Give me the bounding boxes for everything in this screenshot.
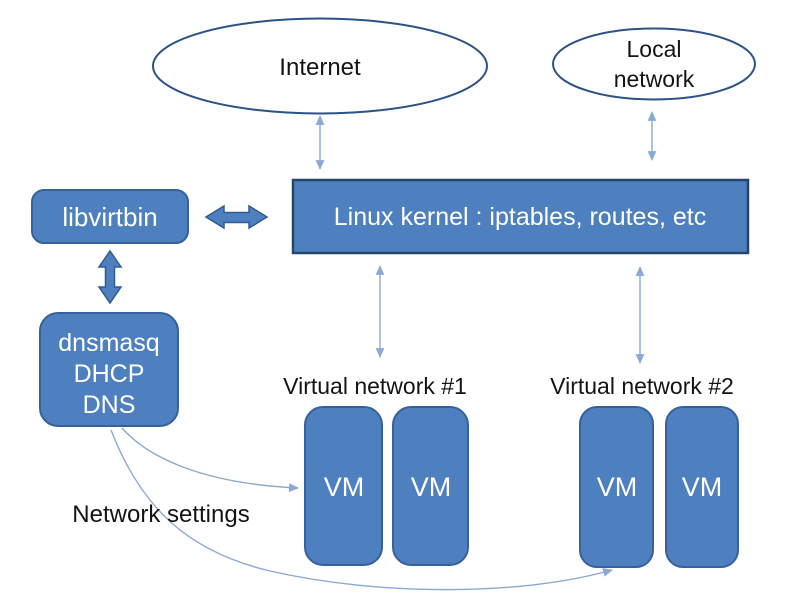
internet-ellipse — [152, 17, 488, 115]
vnet2-vm1-label: VM — [597, 472, 638, 502]
vnet1-vm2-label: VM — [411, 472, 452, 502]
dnsmasq-vnet1-connector — [121, 427, 300, 492]
vnet1-vm2-node: VM — [392, 406, 469, 566]
libvirtbin-label: libvirtbin — [62, 202, 157, 232]
vnet1-vm1-label: VM — [324, 472, 365, 502]
internet-label: Internet — [279, 54, 361, 81]
dnsmasq-label-line1: dnsmasq — [58, 329, 159, 357]
dnsmasq-vnet2-connector — [110, 429, 614, 591]
libvirtbin-kernel-doublearrow-icon — [204, 204, 269, 230]
linux-kernel-node: Linux kernel : iptables, routes, etc — [291, 178, 750, 255]
internet-node: Internet — [152, 17, 488, 115]
linux-kernel-label: Linux kernel : iptables, routes, etc — [334, 203, 706, 231]
local-network-label-line1: Local — [627, 36, 682, 62]
dnsmasq-box — [39, 312, 179, 427]
local-network-label-line2: network — [614, 66, 695, 92]
libvirtbin-node: libvirtbin — [31, 189, 189, 244]
vnet2-vm2-node: VM — [665, 406, 739, 568]
dnsmasq-label-line3: DNS — [83, 391, 136, 419]
local-network-node: Local network — [552, 27, 756, 101]
virtual-network-1-label: Virtual network #1 — [283, 373, 467, 399]
libvirtbin-dnsmasq-doublearrow-icon — [97, 249, 123, 305]
linux-kernel-box — [291, 178, 750, 255]
dnsmasq-label-line2: DHCP — [74, 360, 145, 388]
vnet2-vm1-box — [579, 406, 654, 568]
vnet2-vm2-label: VM — [682, 472, 723, 502]
virtual-network-2-label: Virtual network #2 — [550, 373, 734, 399]
vnet2-vm2-box — [665, 406, 739, 568]
vnet1-vm1-box — [304, 406, 383, 566]
local-network-ellipse — [552, 27, 756, 101]
dnsmasq-node: dnsmasq DHCP DNS — [39, 312, 179, 427]
vnet1-vm2-box — [392, 406, 469, 566]
network-settings-label: Network settings — [72, 501, 249, 528]
vnet2-vm1-node: VM — [579, 406, 654, 568]
vnet1-vm1-node: VM — [304, 406, 383, 566]
libvirtbin-box — [31, 189, 189, 244]
